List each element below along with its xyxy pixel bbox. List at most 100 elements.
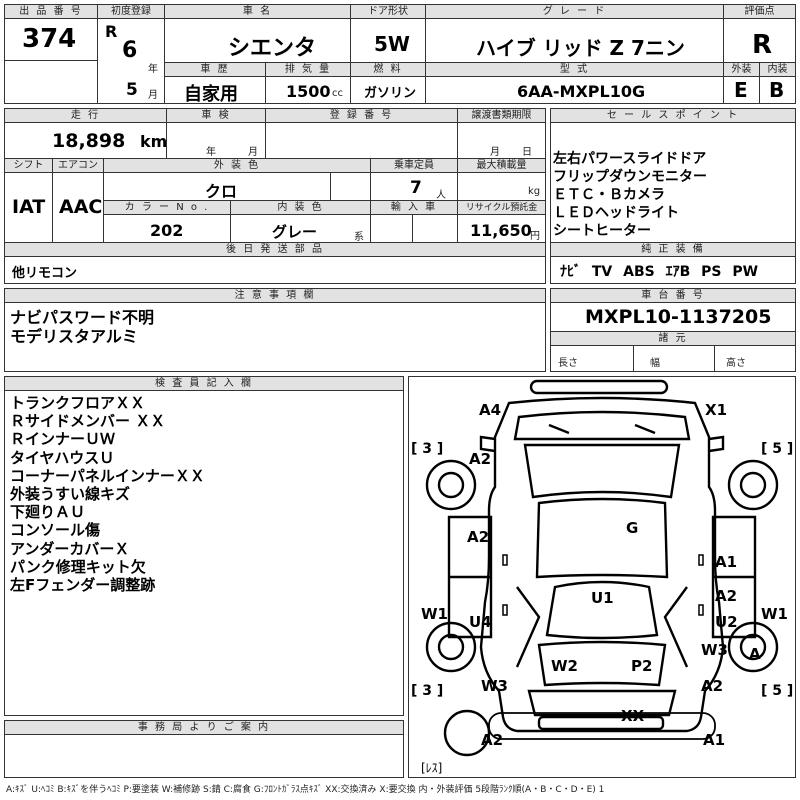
code-u1: U1 [591,589,614,607]
code-g: G [626,519,639,537]
code-x1: X1 [705,401,728,419]
sales-point-block [550,108,796,284]
chassis-block [550,288,796,372]
code-a-spare: A [749,645,761,663]
note-item: モデリスタアルミ [10,327,138,346]
int-score-label: 内装 [760,63,795,77]
code-a1-right-door: A1 [715,553,738,571]
sales-item: ＥＴＣ・Ｂカメラ [553,187,665,203]
note-item: ナビパスワード不明 [10,308,155,327]
door-label: ドア形状 [351,5,425,19]
capacity-label: 乗車定員 [371,159,457,173]
code-u2: U2 [715,613,738,631]
ac: AAC [59,196,103,218]
reg-number-label: 登 録 番 号 [266,109,457,123]
vehicle-info-block [4,108,546,284]
inspector-item: コーナーパネルインナーＸＸ [10,466,205,485]
inspector-item: タイヤハウスＵ [10,448,115,467]
color-no: 202 [150,221,184,240]
model-label: 型 式 [426,63,723,77]
code-a1-back-right: A1 [703,731,726,749]
code-a2-left-fender: A2 [469,450,492,468]
transfer-label: 譲渡書類期限 [458,109,545,123]
code-a2-left-door: A2 [467,528,490,546]
era: R [105,22,118,41]
sales-item: 左右パワースライドドア [553,151,707,167]
int-color-label: 内 装 色 [231,201,370,215]
sales-item: シートヒーター [553,223,651,239]
reg-month: 5 [126,80,138,100]
inspection-label: 車 検 [167,109,265,123]
chassis-number: MXPL10-1137205 [585,306,772,328]
ext-score-label: 外装 [724,63,759,77]
mileage-label: 走 行 [5,109,166,123]
code-tire-front-left: [ 3 ] [411,441,444,457]
displacement: 1500 [286,82,331,101]
history: 自家用 [184,84,238,105]
color-no-label: カ ラ ー N o . [104,201,230,215]
sales-item: フリップダウンモニター [553,169,707,185]
capacity: 7 [410,178,422,198]
inspector-item: 左Fフェンダー調整跡 [10,576,156,595]
grade: ハイブ リッド Z 7ニン [476,36,685,60]
lot-number: 374 [22,24,77,54]
import-label: 輸 入 車 [371,201,457,215]
office-label: 事 務 局 よ り ご 案 内 [5,721,403,735]
code-a2-back-left: A2 [481,731,504,749]
displacement-label: 排 気 量 [266,63,350,77]
sales-point-label: セ ー ル ス ポ イ ン ト [551,109,795,123]
office-block [4,720,404,778]
inspector-item: コンソール傷 [10,521,101,540]
code-tire-rear-left: [ 3 ] [411,683,444,699]
code-w2: W2 [551,657,578,675]
spec-label: 諸 元 [551,332,795,346]
notes-block [4,288,546,372]
notes-label: 注 意 事 項 欄 [5,289,545,303]
fuel: ガソリン [364,86,417,101]
later-parts-label: 後 日 発 送 部 品 [5,243,545,257]
chassis-label: 車 台 番 号 [551,289,795,303]
int-color: グレー [272,223,318,241]
later-parts: 他リモコン [12,266,78,281]
inspector-item: トランクフロアＸＸ [10,394,146,412]
ext-score: E [734,78,748,102]
model-code: 6AA-MXPL10G [517,82,646,101]
legend: A:ｷｽﾞ U:ﾍｺﾐ B:ｷｽﾞを伴うﾍｺﾐ P:要塗装 W:補修跡 S:錆 … [6,785,605,795]
equipment-label: 純 正 装 備 [551,243,795,257]
recycle-fee: 11,650 [470,221,532,240]
shift: IAT [12,196,46,218]
reg-year: 6 [122,38,138,63]
inspector-item: アンダーカバーＸ [10,539,130,558]
door-type: 5W [374,32,410,56]
code-a2-rear-right: A2 [701,677,724,695]
code-w1-left: W1 [421,605,448,623]
car-name: シエンタ [228,36,317,61]
code-w3-left: W3 [481,677,508,695]
code-u4: U4 [469,613,492,631]
notes-list: ナビパスワード不明 モデリスタアルミ [10,308,154,346]
damage-diagram: A4 X1 [ 3 ] [ 5 ] A2 G A2 A1 U1 A2 W1 W1… [408,376,796,778]
code-a4: A4 [479,401,502,419]
code-tire-rear-right: [ 5 ] [761,683,794,699]
inspector-item: パンク修理キット欠 [10,557,146,576]
fuel-label: 燃 料 [351,63,425,77]
inspector-item: Ｒサイドメンバー ＸＸ [10,412,166,431]
shift-label: シフト [5,159,52,173]
recycle-label: リサイクル預託金 [458,201,545,215]
mileage: 18,898 [52,130,126,152]
inspector-list: トランクフロアＸＸ Ｒサイドメンバー ＸＸ ＲインナーＵＷ タイヤハウスＵ コー… [10,394,205,594]
code-xx: XX [621,707,645,725]
car-name-label: 車 名 [165,5,350,19]
code-tire-front-right: [ 5 ] [761,441,794,457]
code-a2-right: A2 [715,587,738,605]
inspector-block [4,376,404,716]
sales-item: ＬＥＤヘッドライト [553,205,679,221]
load-label: 最大積載量 [458,159,545,173]
score-label: 評価点 [724,5,795,19]
code-w3-right: W3 [701,641,728,659]
equipment-list: ﾅﾋﾞ TV ABS ｴｱB PS PW [560,264,759,280]
header-block [4,4,796,104]
code-p2: P2 [631,657,653,675]
sales-point-list: 左右パワースライドドア フリップダウンモニター ＥＴＣ・Ｂカメラ ＬＥＤヘッドラ… [553,150,707,240]
code-w1-right: W1 [761,605,788,623]
